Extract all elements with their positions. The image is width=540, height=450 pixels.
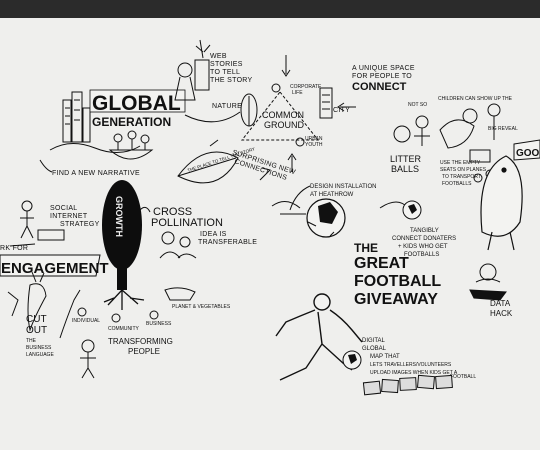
children-can-label: CHILDREN CAN SHOW UP THE: [438, 96, 513, 102]
use-empty-line2: SEATS ON PLANES: [440, 167, 487, 173]
digital-line1: DIGITAL: [362, 338, 386, 344]
web-stories-line2: STORIES: [210, 61, 243, 68]
web-stories-line1: WEB: [210, 53, 227, 60]
transforming-figure: [80, 339, 96, 379]
data-hack-line1: DATA: [490, 299, 511, 308]
goo-label: GOO: [516, 148, 540, 159]
connector-curve: [184, 111, 241, 123]
data-hack-figure: [469, 263, 507, 301]
cross-line2: POLLINATION: [151, 217, 223, 229]
use-empty-line3: TO TRANSPORT: [442, 174, 481, 180]
bird-figure: [480, 155, 523, 251]
tangibly-line3: + KIDS WHO GET: [398, 244, 448, 250]
idea-line1: IDEA IS: [200, 231, 227, 238]
urban-youth-line2: YOUTH: [305, 142, 323, 148]
corporate-life-line1: CORPORATE: [290, 84, 322, 90]
tangibly-line2: CONNECT DONATERS: [392, 236, 456, 242]
digital-line6: FOOTBALL: [450, 374, 476, 380]
photo-strip: [362, 374, 453, 396]
cut-out-line1: CUT: [26, 314, 47, 325]
business-label: BUSINESS: [146, 321, 172, 327]
common-ground-line1: COMMON: [262, 110, 304, 120]
business-language-line1: THE: [26, 338, 37, 344]
use-empty-line4: FOOTBALLS: [442, 181, 472, 187]
individual-label: INDIVIDUAL: [72, 318, 100, 324]
idea-line2: TRANSFERABLE: [198, 239, 257, 246]
global-title: GLOBAL: [92, 92, 181, 115]
digital-line5: UPLOAD IMAGES WHEN KIDS GET A: [370, 370, 458, 376]
tangibly-line4: FOOTBALLS: [404, 252, 439, 258]
urban-youth-line1: URBAN: [305, 136, 323, 142]
great-line4: GIVEAWAY: [354, 291, 438, 308]
social-internet-line2: INTERNET: [50, 213, 88, 220]
common-ground-line2: GROUND: [264, 120, 304, 130]
common-ground-triangle: [240, 55, 356, 172]
great-line2: GREAT: [354, 255, 409, 272]
community-label: COMMUNITY: [108, 326, 139, 332]
digital-line2: GLOBAL: [362, 346, 387, 352]
litter-balls-scene: [393, 103, 501, 183]
transforming-line2: PEOPLE: [128, 347, 160, 356]
carrot-figure: [7, 271, 81, 339]
leaf-sketch: [177, 139, 239, 184]
litter-line2: BALLS: [391, 164, 419, 174]
arrow-design: [289, 185, 311, 211]
planet-label: PLANET & VEGETABLES: [172, 304, 231, 310]
social-internet-line1: SOCIAL: [50, 205, 77, 212]
engagement-prefix: RK FOR: [0, 245, 28, 252]
great-football-giveaway-title: THE GREAT FOOTBALL GIVEAWAY: [354, 241, 441, 308]
skyline-sketch: [49, 91, 141, 153]
social-internet-line3: STRATEGY: [60, 221, 100, 228]
data-hack-line2: HACK: [490, 309, 513, 318]
engagement-title: ENGAGEMENT: [1, 260, 109, 277]
cut-out-line2: OUT: [26, 325, 47, 336]
arrow-up: [259, 167, 271, 181]
big-reveal-label: BIG REVEAL: [488, 126, 518, 132]
nature-label: NATURE: [212, 103, 242, 110]
transforming-line1: TRANSFORMING: [108, 337, 173, 346]
design-install-line1: DESIGN INSTALLATION: [310, 184, 376, 190]
not-so-label: NOT SO: [408, 102, 427, 108]
tangibly-line1: TANGIBLY: [410, 228, 439, 234]
city-label: CITY: [333, 107, 350, 114]
web-stories-line3: TO TELL: [210, 69, 240, 76]
corporate-life-line2: LIFE: [292, 90, 303, 96]
heathrow-football: [271, 198, 346, 238]
ceiling-strip: [0, 0, 540, 18]
generation-title: GENERATION: [92, 115, 171, 129]
goo-sign: GOO: [513, 139, 540, 161]
people-bowl-sketch: [108, 130, 154, 160]
design-install-line2: AT HEATHROW: [310, 192, 354, 198]
growth-tree: GROWTH: [102, 180, 145, 310]
find-narrative-label: FIND A NEW NARRATIVE: [52, 170, 140, 177]
business-language-line2: BUSINESS: [26, 345, 52, 351]
engagement-banner: ENGAGEMENT: [0, 254, 109, 277]
unique-space-line2: FOR PEOPLE TO: [352, 73, 412, 80]
great-line3: FOOTBALL: [354, 273, 441, 290]
cross-pollination-figures: [139, 206, 197, 259]
unique-space-line1: A UNIQUE SPACE: [352, 65, 415, 72]
small-football: [402, 200, 422, 220]
growth-label: GROWTH: [114, 196, 124, 237]
web-stories-figure: [174, 39, 211, 101]
digital-line4: LETS TRAVELLERS/VOLUNTEERS: [370, 362, 452, 368]
kicked-football: [342, 350, 362, 370]
web-stories-line4: THE STORY: [210, 77, 253, 84]
arrow-narrative: [39, 159, 53, 173]
digital-line3: MAP THAT: [370, 354, 400, 360]
social-figure: [9, 200, 65, 247]
use-empty-line1: USE THE EMPTY: [440, 160, 481, 166]
root-icons: [77, 287, 196, 323]
kicker-figure: [275, 293, 363, 381]
business-language-line3: LANGUAGE: [26, 352, 54, 358]
connect-label: CONNECT: [352, 81, 407, 93]
global-title-block: GLOBAL GENERATION: [89, 89, 186, 129]
great-line1: THE: [354, 241, 378, 255]
litter-line1: LITTER: [390, 154, 422, 164]
cross-line1: CROSS: [153, 206, 192, 218]
